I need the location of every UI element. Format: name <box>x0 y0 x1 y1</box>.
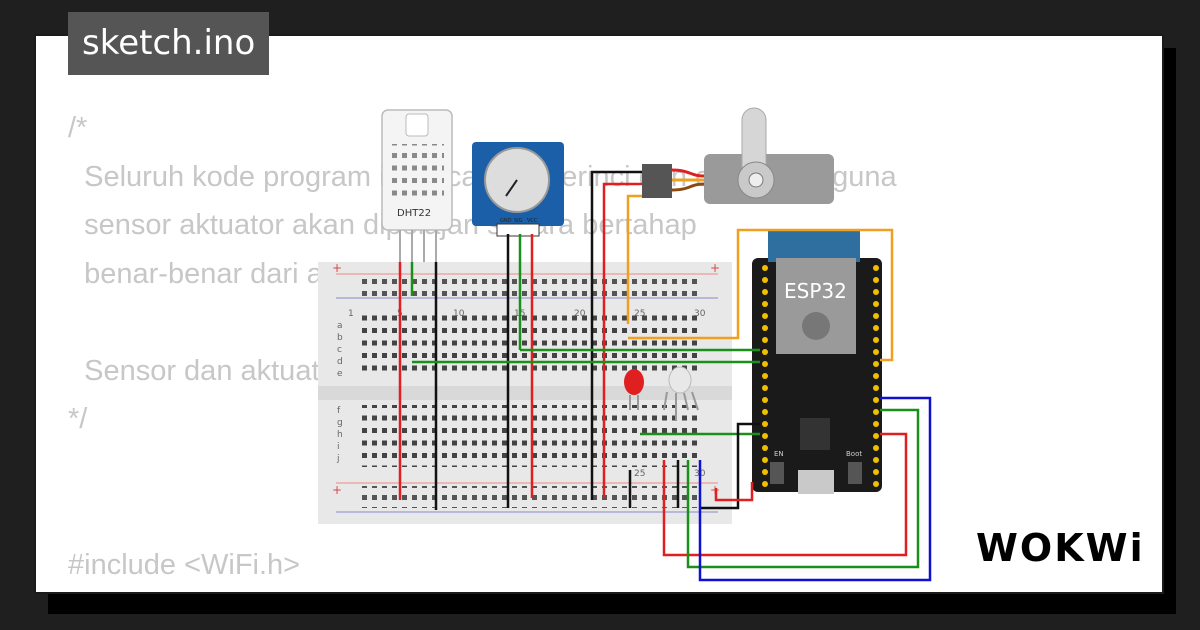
svg-text:+: + <box>332 261 342 275</box>
bb-col-30: 30 <box>694 309 706 319</box>
bb-row-b: b <box>337 333 343 343</box>
bb-col-25-bottom: 25 <box>634 469 645 479</box>
bb-col-10: 10 <box>453 309 465 319</box>
wires <box>398 170 932 582</box>
esp32-board[interactable]: ESP32 EN Boot <box>752 230 882 494</box>
code-line: #include <WiFi.h> <box>68 548 301 581</box>
pot-pin-gnd: GND <box>500 218 512 224</box>
code-line: /* <box>68 112 88 144</box>
rgb-led[interactable] <box>663 366 699 420</box>
bb-row-i: i <box>337 442 340 452</box>
potentiometer[interactable]: GND SIG VCC <box>472 142 564 237</box>
dht22-sensor[interactable]: DHT22 <box>381 109 453 262</box>
bb-row-g: g <box>337 418 343 428</box>
bb-row-d: d <box>337 357 343 367</box>
bb-col-20: 20 <box>574 309 586 319</box>
bb-row-a: a <box>337 321 343 331</box>
pot-pin-vcc: VCC <box>527 218 538 224</box>
wokwi-logo: WOKWi <box>976 526 1145 570</box>
pot-pin-sig: SIG <box>514 218 523 224</box>
bb-row-c: c <box>337 345 342 355</box>
esp32-boot-label: Boot <box>846 450 862 458</box>
esp32-en-label: EN <box>774 450 784 458</box>
code-line: */ <box>68 403 88 435</box>
dht22-label: DHT22 <box>397 208 431 219</box>
bb-row-e: e <box>337 369 343 379</box>
bb-row-f: f <box>337 406 341 416</box>
esp32-label: ESP32 <box>784 279 847 303</box>
file-tab[interactable]: sketch.ino <box>68 12 270 75</box>
svg-text:+: + <box>332 483 342 497</box>
servo-motor[interactable] <box>642 107 834 204</box>
red-led[interactable] <box>624 369 644 410</box>
bb-row-j: j <box>336 454 340 464</box>
svg-text:+: + <box>710 261 720 275</box>
bb-row-h: h <box>337 430 343 440</box>
bb-col-1: 1 <box>348 309 354 319</box>
bb-col-25: 25 <box>634 309 645 319</box>
breadboard[interactable]: 1 5 10 15 20 25 30 25 30 a b c d e f g h… <box>318 261 732 524</box>
